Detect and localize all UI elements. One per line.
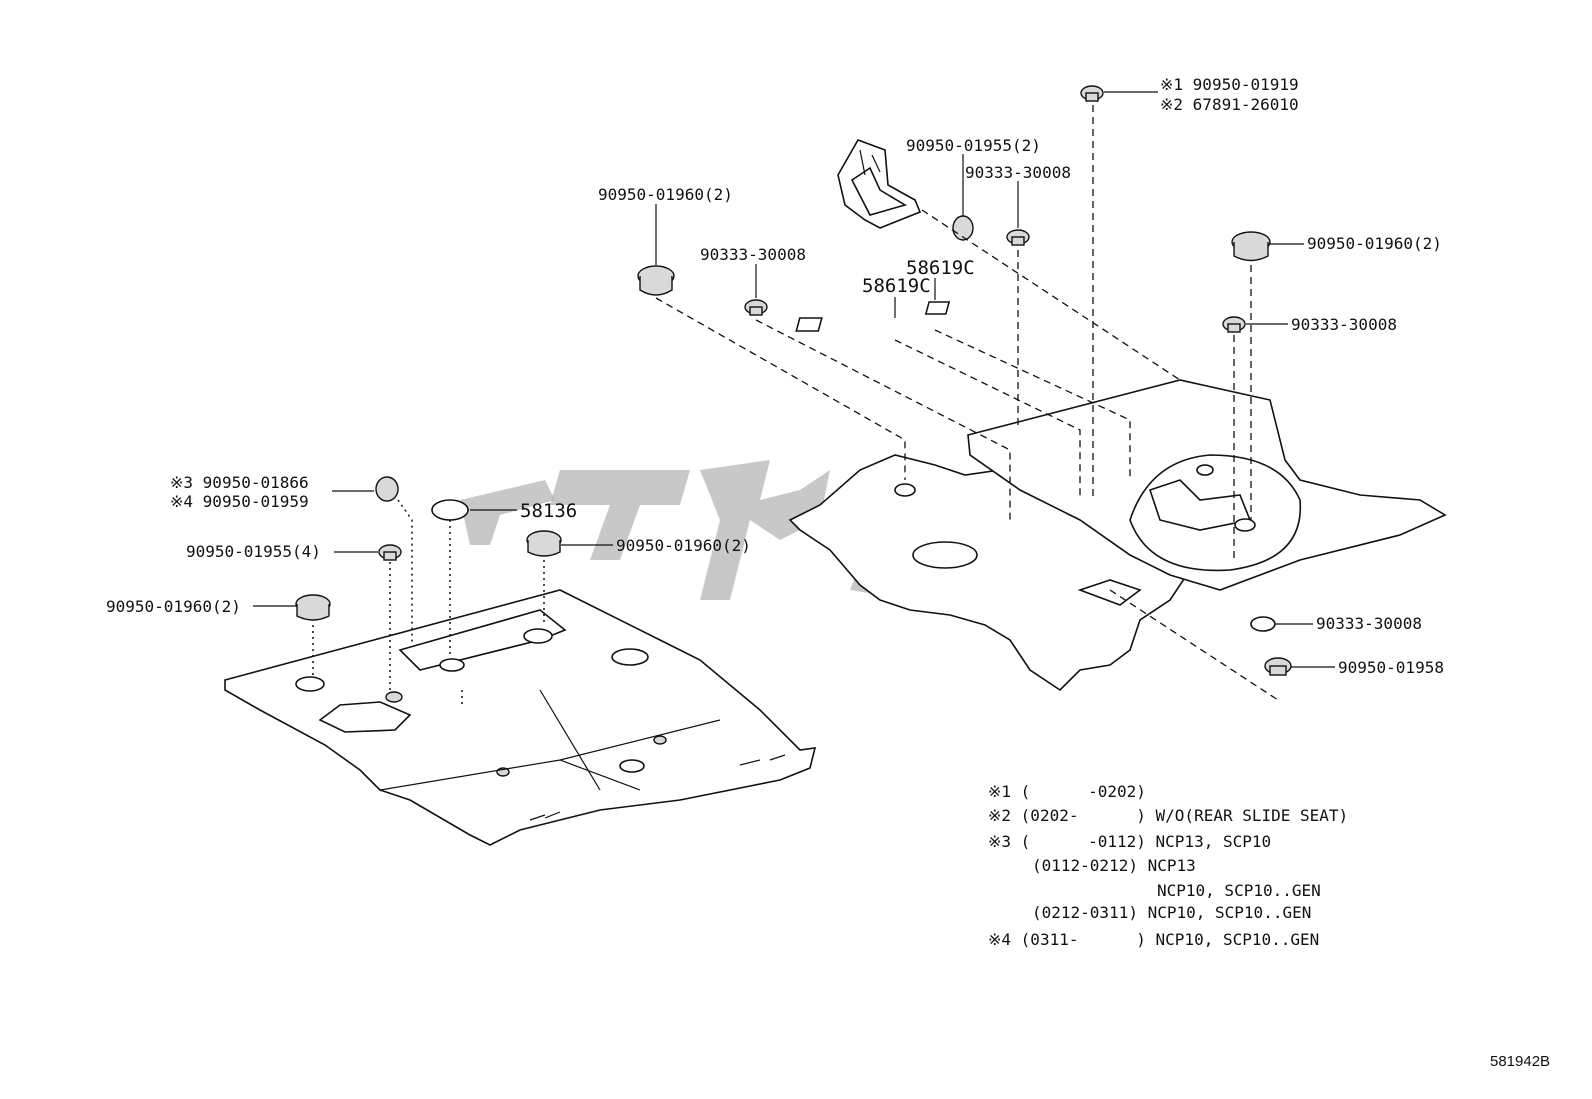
note-4: (0112-0212) NCP13 (1032, 856, 1196, 875)
left-guide-lines (312, 499, 545, 705)
right-fasteners (637, 85, 1292, 676)
callout-c16: 90950-01955(4) (186, 542, 321, 561)
note-5: NCP10, SCP10..GEN (1157, 881, 1321, 900)
left-fasteners (295, 476, 562, 621)
note-1: ※1 ( -0202) (988, 782, 1146, 801)
luggage-compartment-floor (967, 379, 1447, 591)
callout-c2: ※2 67891-26010 (1160, 95, 1299, 114)
callout-c7: 58619C (906, 257, 975, 279)
footnotes: ※1 ( -0202) ※2 (0202- ) W/O(REAR SLIDE S… (988, 782, 1348, 949)
cap-58136 (431, 499, 469, 521)
callout-labels: ※1 90950-01919 ※2 67891-26010 90950-0195… (106, 75, 1444, 677)
note-3: ※3 ( -0112) NCP13, SCP10 (988, 832, 1271, 851)
right-guide-lines (655, 105, 1279, 701)
callout-c15: 58136 (520, 500, 577, 522)
callout-c10: 90333-30008 (1291, 315, 1397, 334)
pad-58619c-1 (795, 317, 823, 332)
callout-c11: 90333-30008 (1316, 614, 1422, 633)
callout-c5: 90950-01960(2) (598, 185, 733, 204)
front-floor-carpet (224, 589, 817, 846)
plug-90333-30008-lower (1250, 616, 1276, 632)
note-7: ※4 (0311- ) NCP10, SCP10..GEN (988, 930, 1319, 949)
callout-c18: 90950-01960(2) (106, 597, 241, 616)
plug-90950-01866 (375, 476, 399, 502)
side-bracket (837, 139, 922, 229)
callout-c1: ※1 90950-01919 (1160, 75, 1299, 94)
callout-c17: 90950-01960(2) (616, 536, 751, 555)
note-6: (0212-0311) NCP10, SCP10..GEN (1032, 903, 1311, 922)
callout-c14: ※4 90950-01959 (170, 492, 309, 511)
callout-c3: 90950-01955(2) (906, 136, 1041, 155)
leader-lines (253, 91, 1335, 668)
callout-c6: 90333-30008 (700, 245, 806, 264)
diagram-reference: 581942B (1490, 1053, 1550, 1070)
pad-58619c-2 (924, 301, 951, 315)
callout-c9: 90950-01960(2) (1307, 234, 1442, 253)
callout-c8: 58619C (862, 275, 931, 297)
callout-c4: 90333-30008 (965, 163, 1071, 182)
note-2: ※2 (0202- ) W/O(REAR SLIDE SEAT) (988, 806, 1348, 825)
callout-c13: ※3 90950-01866 (170, 473, 309, 492)
callout-c12: 90950-01958 (1338, 658, 1444, 677)
